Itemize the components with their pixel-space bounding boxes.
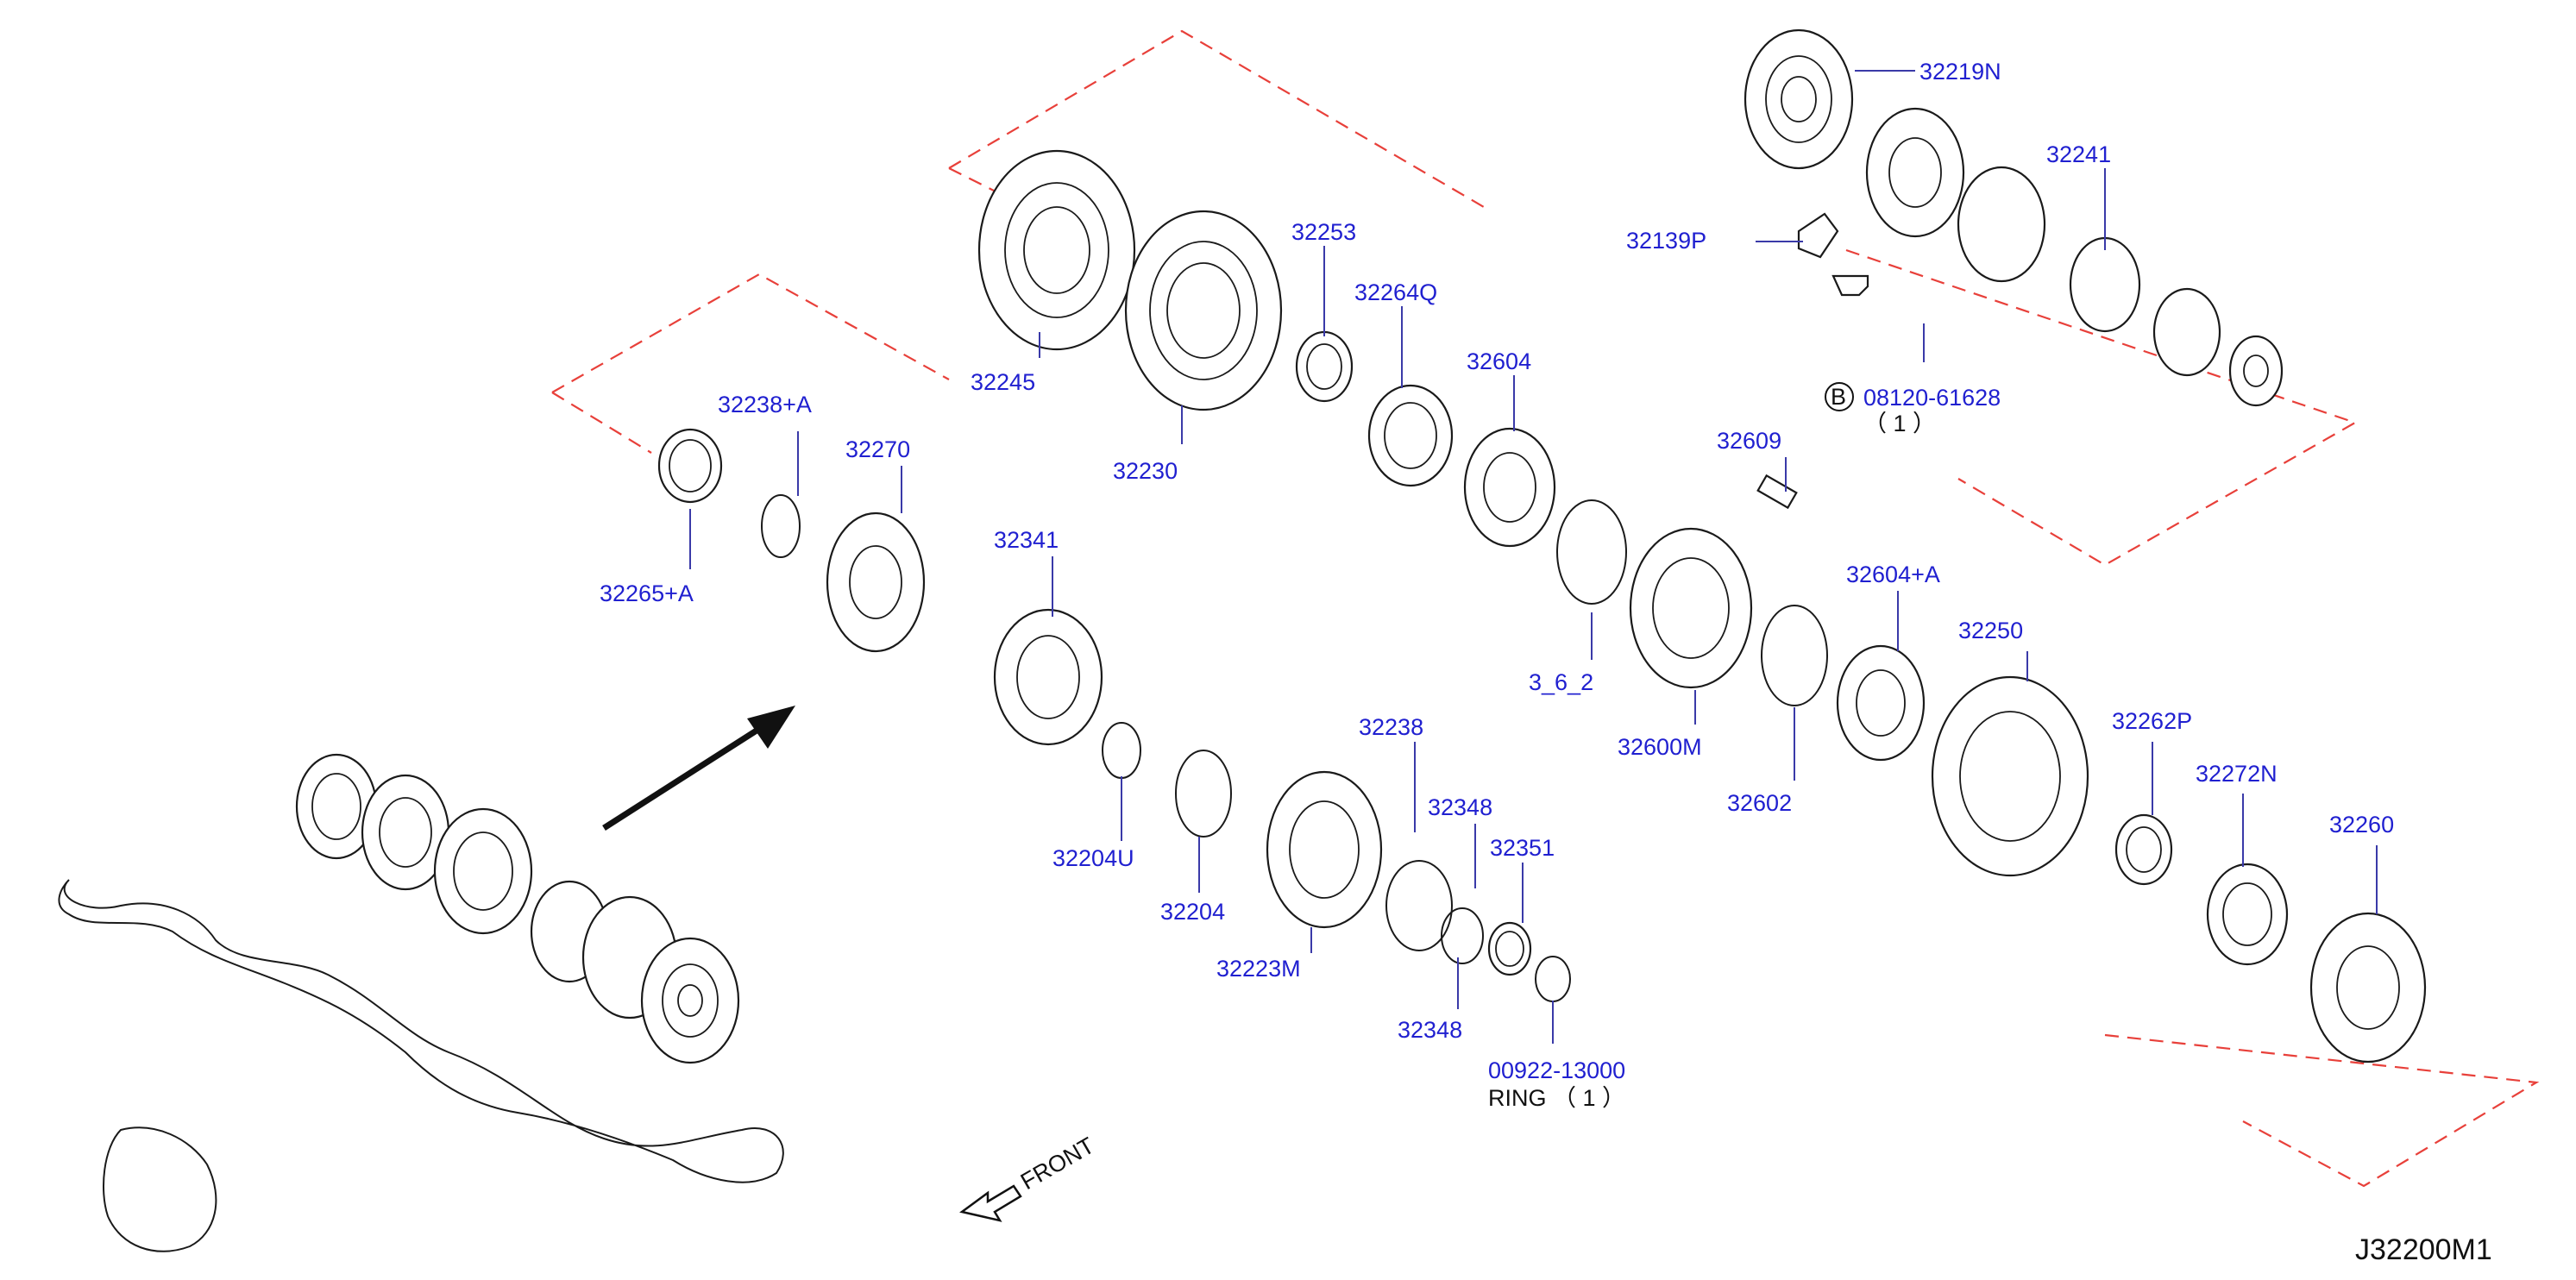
label-32270: 32270 — [845, 436, 910, 462]
bolt-marker-circle — [1825, 382, 1854, 411]
dashed-guides — [551, 29, 2540, 1188]
label-32219N: 32219N — [1919, 59, 2001, 85]
label-32348-upper: 32348 — [1428, 794, 1492, 820]
label-32351: 32351 — [1490, 835, 1555, 861]
label-32265-A: 32265+A — [600, 580, 694, 606]
bolt-08120-shape — [1831, 274, 1869, 297]
front-label: FRONT — [1016, 1133, 1099, 1195]
label-32204U: 32204U — [1052, 845, 1134, 871]
label-32253: 32253 — [1291, 219, 1356, 245]
label-32602: 32602 — [1727, 790, 1792, 816]
label-32250: 32250 — [1958, 618, 2023, 643]
label-32230: 32230 — [1113, 458, 1178, 484]
label-32348-lower: 32348 — [1398, 1017, 1462, 1043]
label-3-6-2: 3_6_2 — [1529, 669, 1593, 695]
front-arrow-icon — [959, 1184, 1022, 1222]
label-32241: 32241 — [2046, 141, 2111, 167]
label-32238: 32238 — [1359, 714, 1423, 740]
exploded-parts-row — [657, 149, 2427, 1064]
label-32264Q: 32264Q — [1354, 279, 1437, 305]
label-00922-13000: 00922-13000 — [1488, 1057, 1625, 1083]
notes: B （ 1 ） RING （ 1 ） — [1488, 382, 1936, 1111]
label-32262P: 32262P — [2112, 708, 2192, 734]
label-32204: 32204 — [1160, 899, 1225, 925]
label-32609: 32609 — [1717, 428, 1781, 454]
leader-lines — [689, 70, 2378, 1044]
bolt-qty-note: （ 1 ） — [1863, 411, 1936, 436]
label-32139P: 32139P — [1626, 228, 1706, 254]
label-32604: 32604 — [1467, 348, 1531, 374]
shaft-assembly-illustration — [58, 706, 795, 1252]
direction-arrow-head — [747, 706, 795, 749]
bolt-marker-letter: B — [1831, 384, 1846, 410]
front-indicator: FRONT — [959, 1133, 1099, 1222]
label-32600M: 32600M — [1618, 734, 1702, 760]
direction-arrow-line — [602, 726, 761, 831]
part-labels: 32219N 32241 32139P 08120-61628 32253 32… — [600, 59, 2394, 1083]
label-32223M: 32223M — [1216, 956, 1301, 982]
label-32238-A: 32238+A — [718, 392, 812, 417]
shaft-silhouette-outline — [58, 879, 784, 1183]
part-32241-shaft — [1744, 28, 2284, 407]
small-gear-silhouette-outline — [103, 1126, 217, 1252]
ring-note: RING （ 1 ） — [1488, 1085, 1625, 1111]
label-32260: 32260 — [2329, 812, 2394, 838]
label-32604-A: 32604+A — [1846, 562, 1940, 587]
shaft-gear-cluster — [295, 753, 740, 1064]
label-32341: 32341 — [994, 527, 1059, 553]
label-08120-61628: 08120-61628 — [1863, 385, 2001, 411]
bracket-32139P-shape — [1797, 212, 1839, 259]
label-32272N: 32272N — [2196, 761, 2278, 787]
label-32245: 32245 — [971, 369, 1035, 395]
diagram-code: J32200M1 — [2355, 1233, 2492, 1266]
